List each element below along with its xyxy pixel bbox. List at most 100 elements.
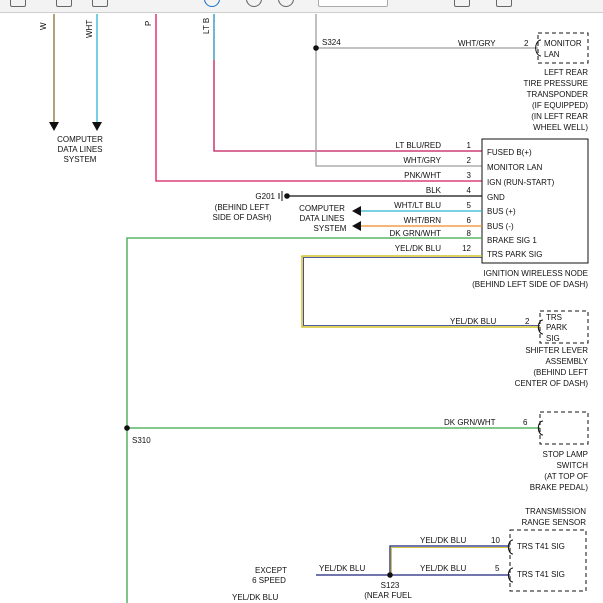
iwn-wire-1-pin: 1	[467, 141, 472, 150]
ignition-wireless-node-box	[481, 138, 589, 264]
cdl-left-line-3: SYSTEM	[64, 155, 97, 164]
top-label-wht: WHT	[85, 20, 94, 38]
connector-icon	[507, 539, 514, 555]
stop-name-4: BRAKE PEDAL)	[530, 483, 589, 492]
trs-wire-10-pin: 10	[491, 536, 500, 545]
stop-name-2: SWITCH	[556, 461, 588, 470]
tpms-line-5: (IN LEFT REAR	[531, 112, 588, 121]
iwn-wire-12-pin: 12	[462, 244, 471, 253]
g201-note-2: SIDE OF DASH)	[212, 213, 271, 222]
tpms-line-4: (IF EQUIPPED)	[532, 101, 588, 110]
monitor-wire-pin: 2	[524, 39, 529, 48]
cdl-left-line-2: DATA LINES	[57, 145, 102, 154]
splice-dot-icon	[387, 572, 393, 578]
wire-pnk-wht	[155, 14, 482, 182]
trs-name-2: RANGE SENSOR	[522, 518, 587, 527]
iwn-name-1: IGNITION WIRELESS NODE	[484, 269, 588, 278]
shifter-wire-color: YEL/DK BLU	[450, 317, 496, 326]
wire-dk-grn-wht	[126, 237, 482, 603]
iwn-wire-4-color: BLK	[426, 186, 442, 195]
splice-dot-icon	[124, 425, 130, 431]
connector-icon	[537, 319, 544, 335]
stop-name-3: (AT TOP OF	[544, 472, 588, 481]
iwn-wire-2-pin: 2	[467, 156, 472, 165]
trs-connector-box	[509, 529, 587, 592]
shifter-label-1: TRS	[546, 313, 562, 322]
cdl-left-arrow-1	[49, 122, 59, 131]
cdl-left-arrow-2	[92, 122, 102, 131]
shifter-connector-box	[539, 310, 589, 344]
top-label-p: P	[144, 21, 153, 26]
stop-name-1: STOP LAMP	[543, 450, 589, 459]
shifter-label-2: PARK	[546, 323, 568, 332]
cdl-left-line-1: COMPUTER	[57, 135, 103, 144]
shifter-label-3: SIG	[546, 334, 560, 343]
save-icon[interactable]	[92, 0, 108, 7]
iwn-name-2: (BEHIND LEFT SIDE OF DASH)	[472, 280, 588, 289]
cdl-mid-line-3: SYSTEM	[314, 224, 347, 233]
iwn-wire-12-label: TRS PARK SIG	[487, 250, 542, 259]
splice-s324: S324	[322, 38, 341, 47]
trs-wire-5-pin: 5	[495, 564, 500, 573]
undo-icon[interactable]	[10, 0, 26, 7]
s123-note: (NEAR FUEL	[364, 591, 412, 600]
splice-dot-icon	[313, 45, 319, 51]
print-icon[interactable]	[454, 0, 470, 7]
trs-wire-10-label: TRS T41 SIG	[517, 542, 565, 551]
wire-trs-10-yel	[391, 547, 510, 574]
except-line-2: 6 SPEED	[252, 576, 286, 585]
stop-wire-color: DK GRN/WHT	[444, 418, 496, 427]
stop-wire-pin: 6	[523, 418, 528, 427]
cdl-mid-line-2: DATA LINES	[299, 214, 344, 223]
tpms-line-1: LEFT REAR	[544, 68, 588, 77]
shifter-name-3: (BEHIND LEFT	[533, 368, 588, 377]
trs-wire-5-color: YEL/DK BLU	[420, 564, 466, 573]
iwn-wire-8-color: DK GRN/WHT	[389, 229, 441, 238]
left-wire-color: YEL/DK BLU	[319, 564, 365, 573]
stop-lamp-connector-box	[539, 411, 589, 445]
g201-id: G201	[255, 192, 275, 201]
monitor-label-2: LAN	[544, 50, 560, 59]
viewer-toolbar	[0, 0, 603, 13]
shifter-name-1: SHIFTER LEVER	[525, 346, 588, 355]
tpms-line-3: TRANSPONDER	[527, 90, 589, 99]
iwn-wire-3-label: IGN (RUN-START)	[487, 178, 555, 187]
iwn-wire-5-color: WHT/LT BLU	[394, 201, 441, 210]
shifter-name-4: CENTER OF DASH)	[515, 379, 589, 388]
iwn-wire-3-color: PNK/WHT	[404, 171, 441, 180]
wire-yel-dk-blu-shifter-2	[303, 257, 540, 326]
trs-name-1: TRANSMISSION	[525, 507, 586, 516]
iwn-wire-5-label: BUS (+)	[487, 207, 516, 216]
cdl-mid-line-1: COMPUTER	[299, 204, 345, 213]
connector-icon	[537, 420, 544, 436]
iwn-wire-2-color: WHT/GRY	[403, 156, 441, 165]
zoom-field[interactable]	[318, 0, 388, 7]
iwn-wire-8-label: BRAKE SIG 1	[487, 236, 537, 245]
iwn-wire-5-pin: 5	[467, 201, 472, 210]
iwn-wire-4-pin: 4	[467, 186, 472, 195]
tpms-line-2: TIRE PRESSURE	[524, 79, 588, 88]
wire-wht-gry	[315, 14, 482, 167]
iwn-wire-4-label: GND	[487, 193, 505, 202]
ground-icon	[284, 193, 290, 199]
connector-icon	[535, 39, 542, 57]
download-icon[interactable]	[496, 0, 512, 7]
top-label-lt: LT B	[202, 18, 211, 34]
shifter-name-2: ASSEMBLY	[545, 357, 588, 366]
iwn-wire-1-label: FUSED B(+)	[487, 148, 532, 157]
iwn-wire-6-label: BUS (-)	[487, 222, 514, 231]
tpms-connector-box	[537, 32, 589, 64]
iwn-wire-2-label: MONITOR LAN	[487, 163, 543, 172]
g201-note-1: (BEHIND LEFT	[215, 203, 270, 212]
page-icon[interactable]	[56, 0, 72, 7]
wire-trs-10	[389, 545, 510, 575]
top-label-w: W	[39, 22, 48, 30]
wire-lt-blu-red	[213, 14, 482, 152]
monitor-wire-color: WHT/GRY	[458, 39, 496, 48]
bus-minus-arrow-icon	[352, 221, 361, 231]
bottom-wire-color: YEL/DK BLU	[232, 593, 278, 602]
wire-yel-dk-blu-shifter	[301, 255, 540, 328]
s123-id: S123	[381, 581, 400, 590]
iwn-wire-12-color: YEL/DK BLU	[395, 244, 441, 253]
iwn-wire-1-color: LT BLU/RED	[396, 141, 442, 150]
